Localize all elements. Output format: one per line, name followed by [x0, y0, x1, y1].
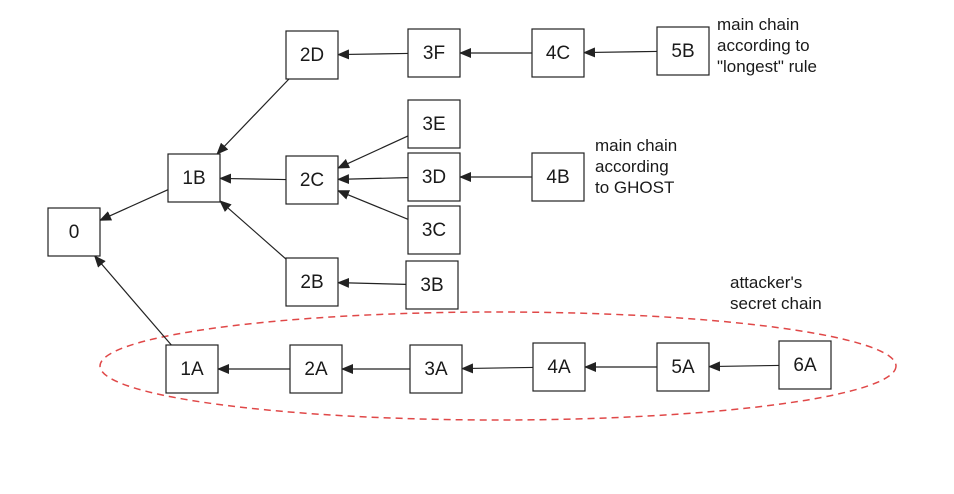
- caption-line: secret chain: [730, 294, 822, 313]
- block-label: 1B: [182, 168, 205, 189]
- block-2a: 2A: [289, 344, 343, 394]
- block-label: 6A: [793, 355, 817, 376]
- block-box: [656, 26, 710, 76]
- edges: [94, 47, 780, 374]
- block-label: 3F: [423, 43, 445, 64]
- block-box: [407, 99, 461, 149]
- block-1a: 1A: [165, 344, 219, 394]
- block-box: [285, 155, 339, 205]
- block-0: 0: [47, 207, 101, 257]
- attacker-caption: attacker's secret chain: [730, 272, 822, 314]
- arrow-1b-to-0: [99, 189, 169, 221]
- arrow-3b-to-2b: [337, 277, 407, 288]
- block-label: 3E: [422, 114, 445, 135]
- block-box: [407, 152, 461, 202]
- arrow-3d-to-2c: [337, 174, 409, 185]
- block-5a: 5A: [656, 342, 710, 392]
- block-label: 4B: [546, 167, 569, 188]
- block-6a: 6A: [778, 340, 832, 390]
- block-label: 2B: [300, 272, 323, 293]
- caption-line: attacker's: [730, 273, 803, 292]
- block-3f: 3F: [407, 28, 461, 78]
- block-2b: 2B: [285, 257, 339, 307]
- caption-line: to GHOST: [595, 178, 675, 197]
- block-5b: 5B: [656, 26, 710, 76]
- block-3d: 3D: [407, 152, 461, 202]
- caption-line: main chain: [595, 136, 678, 155]
- block-4b: 4B: [531, 152, 585, 202]
- block-label: 5B: [671, 41, 694, 62]
- block-3e: 3E: [407, 99, 461, 149]
- block-box: [532, 342, 586, 392]
- block-label: 2D: [300, 45, 324, 66]
- block-label: 3D: [422, 167, 446, 188]
- block-label: 0: [69, 222, 80, 243]
- arrow-2c-to-1b: [219, 173, 287, 184]
- arrow-3c-to-2c: [337, 190, 409, 220]
- block-4a: 4A: [532, 342, 586, 392]
- arrow-3e-to-2c: [337, 135, 409, 169]
- caption-line: according: [595, 157, 669, 176]
- block-box: [656, 342, 710, 392]
- arrow-3f-to-2d: [337, 49, 409, 60]
- block-box: [407, 205, 461, 255]
- block-label: 3C: [422, 220, 446, 241]
- block-box: [407, 28, 461, 78]
- ghost-caption: main chain according to GHOST: [595, 135, 677, 198]
- block-box: [531, 28, 585, 78]
- block-4c: 4C: [531, 28, 585, 78]
- arrow-2b-to-1b: [219, 200, 287, 260]
- block-box: [285, 30, 339, 80]
- block-1b: 1B: [167, 153, 221, 203]
- block-label: 1A: [180, 359, 204, 380]
- blocks: 0 1A 1B 2D 2C 2B 3F 4C 5B 3E 3D 3C 4B 3B 2A 3A 4A 5A 6A: [47, 26, 832, 394]
- block-box: [47, 207, 101, 257]
- block-label: 5A: [671, 357, 695, 378]
- arrow-2d-to-1b: [216, 78, 290, 155]
- block-box: [285, 257, 339, 307]
- block-box: [531, 152, 585, 202]
- caption-line: according to: [717, 36, 810, 55]
- block-box: [778, 340, 832, 390]
- block-label: 4A: [547, 357, 571, 378]
- caption-line: "longest" rule: [717, 57, 817, 76]
- caption-line: main chain: [717, 15, 800, 34]
- arrow-1a-to-0: [94, 255, 172, 346]
- attacker-chain-ellipse: [99, 311, 897, 421]
- arrow-4a-to-3a: [461, 363, 534, 374]
- block-2d: 2D: [285, 30, 339, 80]
- block-box: [405, 260, 459, 310]
- block-box: [289, 344, 343, 394]
- longest-rule-caption: main chain according to "longest" rule: [717, 14, 817, 77]
- block-label: 3A: [424, 359, 448, 380]
- block-label: 4C: [546, 43, 570, 64]
- block-3b: 3B: [405, 260, 459, 310]
- block-box: [409, 344, 463, 394]
- block-box: [165, 344, 219, 394]
- block-label: 2C: [300, 170, 324, 191]
- arrow-6a-to-5a: [708, 361, 780, 372]
- block-2c: 2C: [285, 155, 339, 205]
- block-box: [167, 153, 221, 203]
- block-label: 3B: [420, 275, 443, 296]
- block-3c: 3C: [407, 205, 461, 255]
- block-label: 2A: [304, 359, 328, 380]
- arrow-5b-to-4c: [583, 47, 658, 58]
- block-3a: 3A: [409, 344, 463, 394]
